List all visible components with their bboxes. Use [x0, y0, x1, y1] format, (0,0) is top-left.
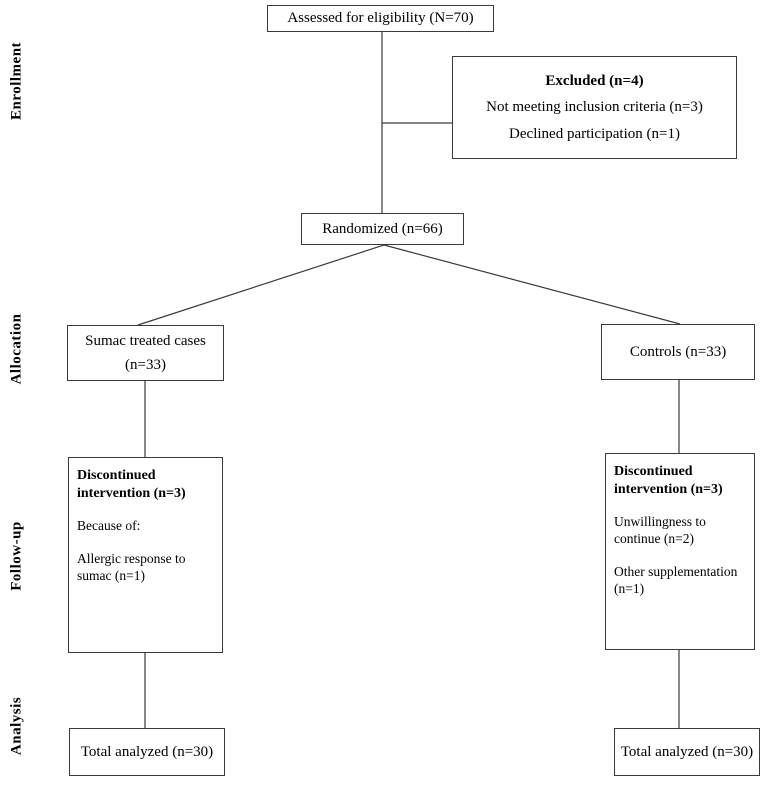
excluded-reason-1: Not meeting inclusion criteria (n=3): [486, 99, 703, 115]
box-total-analyzed-left: Total analyzed (n=30): [69, 728, 225, 776]
randomized-text: Randomized (n=66): [322, 220, 443, 237]
discontinued-left-line-1: Because of:: [77, 518, 141, 533]
box-discontinued-left: Discontinued intervention (n=3) Because …: [68, 457, 223, 653]
stage-label-enrollment: Enrollment: [8, 41, 25, 121]
discontinued-left-title: Discontinued intervention (n=3): [77, 468, 186, 501]
sumac-line-1: Sumac treated cases: [85, 333, 206, 349]
total-analyzed-right-text: Total analyzed (n=30): [620, 743, 754, 760]
controls-text: Controls (n=33): [629, 343, 727, 360]
sumac-line-2: (n=33): [125, 357, 166, 373]
excluded-title: Excluded (n=4): [545, 72, 644, 89]
box-assessed-for-eligibility: Assessed for eligibility (N=70): [267, 5, 494, 32]
stage-label-analysis: Analysis: [8, 696, 25, 756]
discontinued-right-title: Discontinued intervention (n=3): [614, 464, 723, 497]
discontinued-right-line-1: Unwillingness to continue (n=2): [614, 514, 706, 546]
box-total-analyzed-right: Total analyzed (n=30): [614, 728, 760, 776]
box-randomized: Randomized (n=66): [301, 213, 464, 245]
excluded-reason-2: Declined participation (n=1): [509, 125, 680, 142]
box-excluded: Excluded (n=4) Not meeting inclusion cri…: [452, 56, 737, 159]
box-discontinued-right: Discontinued intervention (n=3) Unwillin…: [605, 453, 755, 650]
stage-label-followup: Follow-up: [8, 521, 25, 591]
discontinued-right-line-2: Other supplementation (n=1): [614, 563, 738, 596]
box-controls: Controls (n=33): [601, 324, 755, 380]
total-analyzed-left-text: Total analyzed (n=30): [80, 743, 214, 760]
stage-label-allocation: Allocation: [8, 313, 25, 385]
box-sumac-treated-cases: Sumac treated cases (n=33): [67, 325, 224, 381]
connector-diagonal-left: [137, 244, 385, 326]
discontinued-left-line-2: Allergic response to sumac (n=1): [77, 550, 186, 583]
assessed-text: Assessed for eligibility (N=70): [287, 10, 474, 26]
connector-diagonal-right: [383, 244, 681, 325]
